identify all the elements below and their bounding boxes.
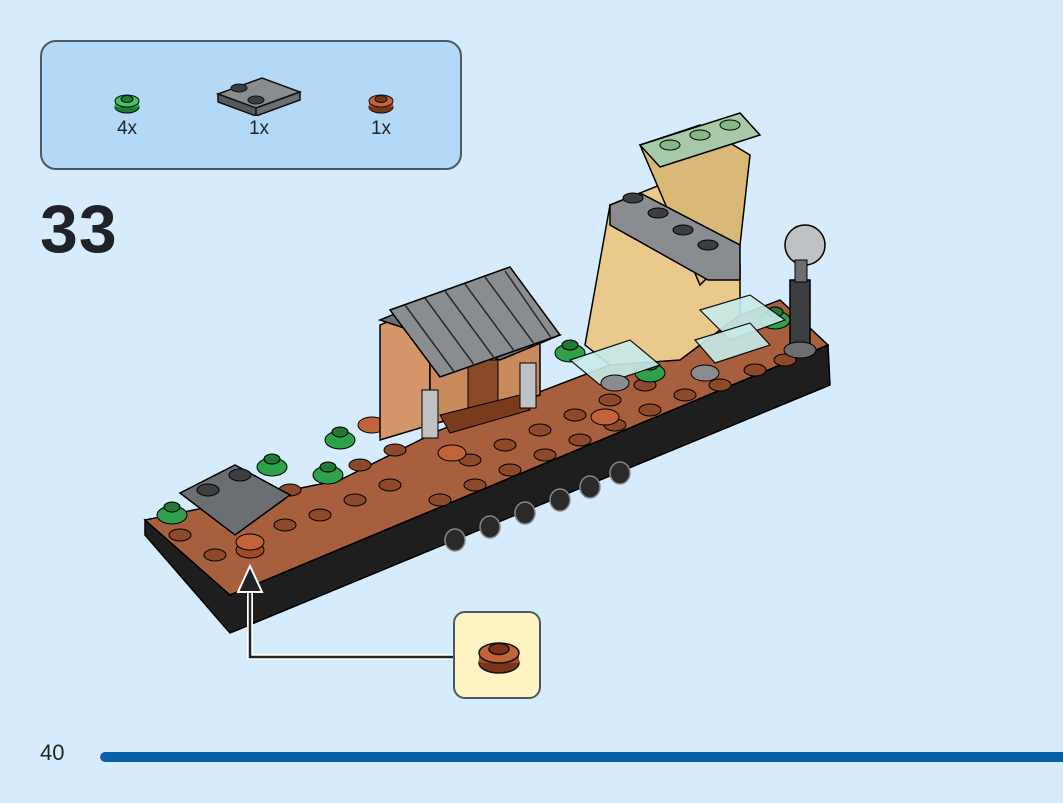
part-quantity: 1x	[248, 118, 270, 139]
page-number: 40	[40, 740, 65, 765]
green-round-plate-icon	[114, 94, 140, 114]
part-quantity: 1x	[370, 118, 392, 139]
gray-2x2-tile-icon	[215, 77, 303, 116]
lego-model-illustration	[143, 112, 831, 634]
part-item: 4x	[112, 90, 142, 140]
parts-list-box: 4x 1x 1x	[40, 40, 462, 170]
part-callout	[453, 611, 541, 699]
part-item: 1x	[366, 90, 396, 140]
part-item: 1x	[214, 72, 304, 140]
part-quantity: 4x	[116, 118, 138, 139]
progress-bar-fill	[100, 752, 1063, 762]
step-number: 33	[40, 191, 118, 267]
brown-round-plate-icon	[478, 642, 520, 674]
progress-bar	[100, 752, 1063, 762]
brown-round-plate-icon	[368, 94, 394, 114]
